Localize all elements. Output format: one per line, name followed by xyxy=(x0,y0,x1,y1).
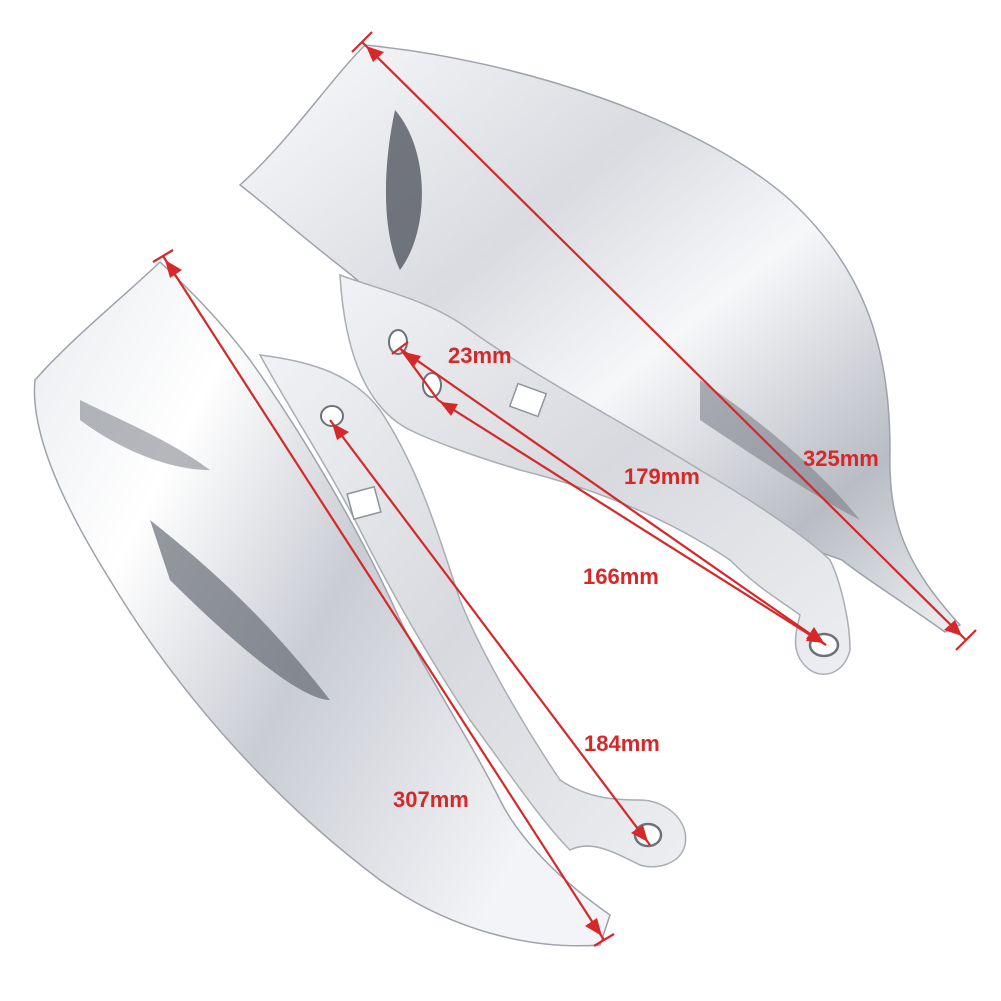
dim-line-325 xyxy=(361,41,967,641)
dim-line-23 xyxy=(399,347,439,401)
left-shield-bracket xyxy=(258,354,687,868)
right-bracket-hole-lower xyxy=(422,372,442,398)
dim-tick-23-a xyxy=(391,341,409,355)
dim-tick-325-a xyxy=(351,31,373,53)
dim-line-307 xyxy=(162,255,605,941)
dim-tick-307-b xyxy=(593,933,615,947)
dimension-arrowheads xyxy=(165,46,962,936)
label-184: 184mm xyxy=(584,731,660,756)
label-179: 179mm xyxy=(624,464,700,489)
right-shield-highlight xyxy=(385,110,422,270)
left-shield-body xyxy=(33,260,611,947)
right-bracket-slot xyxy=(508,382,548,418)
arrow-184-start xyxy=(332,423,349,440)
label-325: 325mm xyxy=(803,446,879,471)
right-shield-bracket xyxy=(339,273,851,675)
label-166: 166mm xyxy=(583,564,659,589)
left-shield-reflection xyxy=(80,400,210,470)
dim-line-184 xyxy=(329,419,651,846)
dim-line-179 xyxy=(401,349,827,646)
dim-line-166 xyxy=(437,399,827,646)
dimension-labels: 325mm 23mm 179mm 166mm 184mm 307mm xyxy=(393,343,879,812)
arrow-307-bottom xyxy=(585,918,602,936)
left-bracket-slot xyxy=(346,485,382,521)
left-heat-shield xyxy=(33,260,687,947)
arrow-325-bottom xyxy=(944,620,962,636)
left-shield-highlight xyxy=(150,520,330,700)
dim-tick-325-b xyxy=(955,629,977,651)
left-bracket-hole-upper xyxy=(320,405,344,427)
dim-tick-307-a xyxy=(152,249,174,263)
arrow-166-start xyxy=(440,402,458,416)
arrow-179-start xyxy=(404,352,421,368)
arrow-307-top xyxy=(165,260,182,278)
arrow-184-end xyxy=(631,825,648,842)
dimension-lines xyxy=(152,31,977,947)
label-23: 23mm xyxy=(448,343,512,368)
arrow-325-top xyxy=(366,46,384,62)
arrow-166-end xyxy=(806,629,824,643)
label-307: 307mm xyxy=(393,787,469,812)
